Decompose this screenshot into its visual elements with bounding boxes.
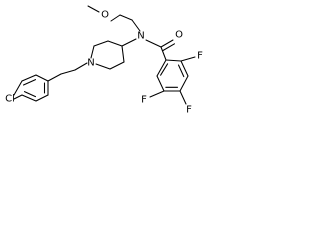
bond [121, 45, 125, 63]
carbonyl-oxygen-label: O [175, 30, 183, 41]
atom-labels: Cl N N O O F F F [5, 10, 203, 116]
bond [149, 90, 165, 98]
piperidine-nitrogen-label: N [87, 58, 94, 69]
bond [35, 74, 49, 82]
bond [47, 73, 62, 82]
chlorine-atom-label: Cl [5, 94, 15, 105]
bond [13, 80, 23, 96]
bond [87, 5, 100, 13]
bond [177, 64, 185, 78]
bond [160, 46, 167, 61]
bond [110, 14, 121, 22]
fluorine-ortho-label: F [197, 51, 203, 62]
fluorine-para-label: F [186, 105, 192, 116]
chemical-structure-diagram: Cl N N O O F F F [5, 5, 203, 116]
bond [160, 39, 174, 48]
bond [180, 60, 189, 77]
bond [93, 40, 109, 47]
bond [165, 59, 182, 62]
bonds [13, 5, 196, 105]
bond [21, 94, 37, 102]
bond [13, 94, 23, 100]
bond [60, 69, 76, 75]
bond [179, 75, 189, 92]
amide-nitrogen-label: N [137, 31, 144, 42]
bond [145, 39, 162, 48]
bond [21, 74, 37, 82]
ether-oxygen-label: O [101, 10, 109, 21]
bond [95, 63, 111, 70]
bond [156, 75, 165, 92]
bond [121, 38, 137, 47]
bond [156, 59, 167, 77]
bond [23, 91, 37, 98]
bond [74, 62, 88, 71]
bond [109, 61, 125, 70]
fluorine-meta-label: F [141, 95, 147, 106]
bond [22, 79, 37, 86]
bond [131, 19, 141, 32]
bond [90, 45, 95, 59]
bond [160, 63, 169, 76]
bond [162, 43, 176, 52]
bond [35, 94, 49, 102]
bond [107, 40, 123, 47]
bond [180, 56, 196, 62]
bond [119, 14, 133, 21]
bond [179, 90, 187, 105]
